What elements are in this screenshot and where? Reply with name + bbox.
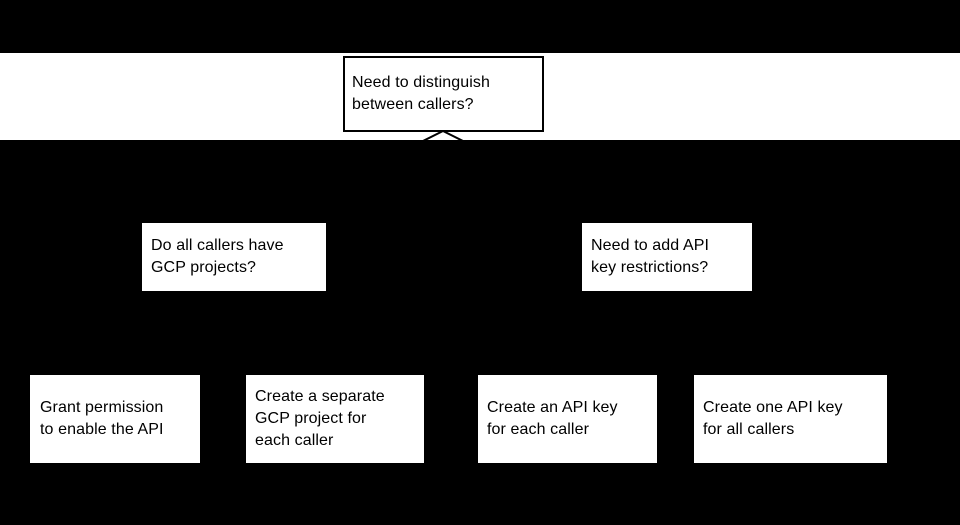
outcome-node-label: Create a separate GCP project for each c… — [255, 388, 385, 449]
outcome-node-label: Create one API key for all callers — [703, 399, 843, 438]
decision-node-label: Need to add API key restrictions? — [591, 237, 710, 276]
decision-node-distinguish-callers: Need to distinguish between callers? — [343, 56, 544, 132]
lower-middle-black-band — [0, 291, 960, 375]
outcome-node-api-key-each-caller: Create an API key for each caller — [478, 375, 657, 463]
bottom-black-band — [0, 463, 960, 525]
upper-middle-black-band — [0, 140, 960, 223]
outcome-node-grant-permission: Grant permission to enable the API — [30, 375, 200, 463]
outcome-node-one-api-key-all-callers: Create one API key for all callers — [694, 375, 887, 463]
outcome-node-separate-gcp-project: Create a separate GCP project for each c… — [246, 375, 424, 463]
decision-node-api-key-restrictions: Need to add API key restrictions? — [582, 223, 752, 291]
decision-node-label: Do all callers have GCP projects? — [151, 237, 284, 276]
outcome-node-label: Create an API key for each caller — [487, 399, 618, 438]
outcome-node-label: Grant permission to enable the API — [40, 399, 164, 438]
decision-node-gcp-projects: Do all callers have GCP projects? — [142, 223, 326, 291]
decision-node-label: Need to distinguish between callers? — [352, 74, 490, 113]
top-black-band — [0, 0, 960, 53]
